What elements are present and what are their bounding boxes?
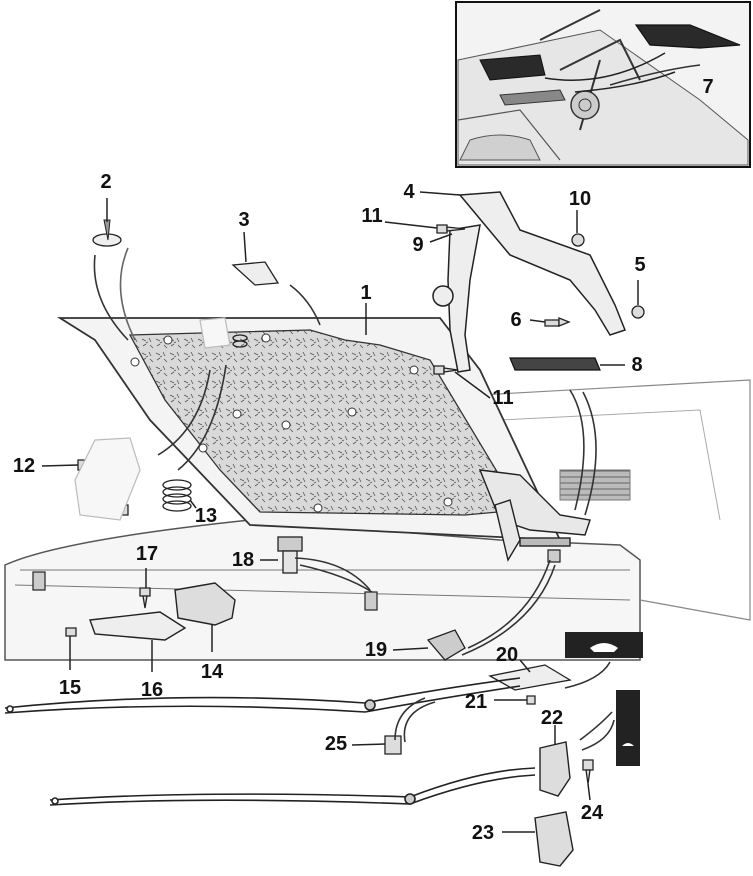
callout-2: 2	[100, 171, 112, 193]
inset-detail	[455, 1, 751, 168]
callout-14: 14	[200, 661, 224, 683]
callout-7: 7	[702, 76, 714, 98]
callout-23: 23	[471, 822, 495, 844]
cable-clip-25	[384, 735, 402, 755]
callout-5: 5	[634, 254, 646, 276]
callout-9: 9	[412, 234, 424, 256]
callout-24: 24	[580, 802, 604, 824]
release-handle-22	[616, 690, 640, 766]
latch-bracket-ghost	[74, 437, 141, 521]
callout-20: 20	[495, 644, 519, 666]
leader-lines	[93, 64, 701, 751]
callout-15: 15	[58, 677, 82, 699]
callout-25: 25	[324, 733, 348, 755]
callout-11-top: 11	[361, 205, 383, 227]
latch-support	[89, 611, 187, 641]
callout-19: 19	[364, 639, 388, 661]
clip-part	[231, 261, 280, 286]
callout-17: 17	[135, 543, 159, 565]
hood-hinge-upper	[432, 191, 626, 373]
callout-pointers	[41, 191, 639, 833]
release-cables	[4, 677, 536, 806]
callout-3: 3	[238, 209, 250, 231]
callout-21: 21	[464, 691, 488, 713]
retainer-part	[92, 219, 122, 247]
hood-panel	[56, 317, 562, 541]
cable-clip-small	[547, 549, 561, 563]
callout-13: 13	[194, 505, 218, 527]
callout-4: 4	[403, 181, 415, 203]
latch-bracket-ghost-top	[199, 317, 231, 349]
callout-1: 1	[360, 282, 372, 304]
nut-part-5	[631, 305, 645, 319]
hinge-pad	[509, 357, 601, 371]
spring-part	[162, 334, 248, 512]
callout-10: 10	[568, 188, 592, 210]
callout-6: 6	[510, 309, 522, 331]
callout-16: 16	[140, 679, 164, 701]
hood-latch	[174, 582, 236, 626]
hood-hinge-lower	[478, 469, 591, 562]
nut-part-10	[571, 233, 585, 247]
callout-11-bottom: 11	[492, 387, 514, 409]
bumper-part	[32, 536, 378, 611]
callout-18: 18	[231, 549, 255, 571]
release-handle	[488, 632, 643, 691]
callout-12: 12	[12, 455, 36, 477]
callout-22: 22	[540, 707, 564, 729]
release-handle-upper	[539, 741, 571, 797]
release-handle-23	[534, 811, 574, 867]
callout-8: 8	[631, 354, 643, 376]
cable-clip-19	[426, 629, 466, 661]
